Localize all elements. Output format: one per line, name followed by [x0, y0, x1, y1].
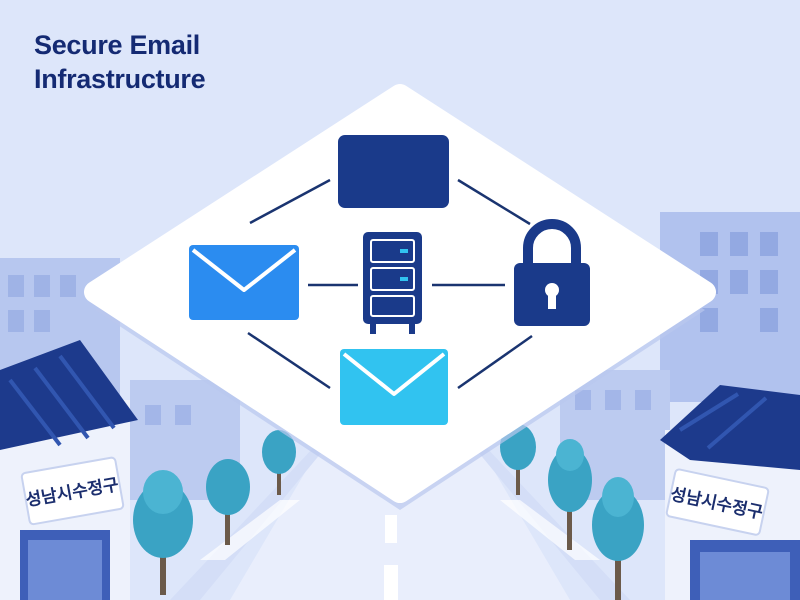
page-title-line-2: Infrastructure [34, 64, 206, 94]
right-shop-building: 성남시수정구 [660, 385, 800, 600]
connector-left-top [249, 178, 331, 225]
page-title-line-1: Secure Email [34, 30, 200, 60]
right-shop-sign [665, 468, 770, 536]
street [170, 430, 630, 600]
server-rack-icon [363, 232, 422, 334]
page-title: Secure Email Infrastructure [34, 28, 206, 96]
envelope-icon [189, 245, 299, 320]
connector-left-bottom [247, 331, 331, 390]
window-box-icon [338, 135, 449, 208]
envelope-icon [340, 349, 448, 425]
connector-top-right [457, 178, 531, 226]
left-shop-building: 성남시수정구 [0, 340, 138, 600]
connector-right-bottom [457, 334, 533, 390]
left-shop-sign [20, 456, 125, 526]
padlock-icon [514, 219, 590, 326]
connector-lines [247, 178, 533, 390]
